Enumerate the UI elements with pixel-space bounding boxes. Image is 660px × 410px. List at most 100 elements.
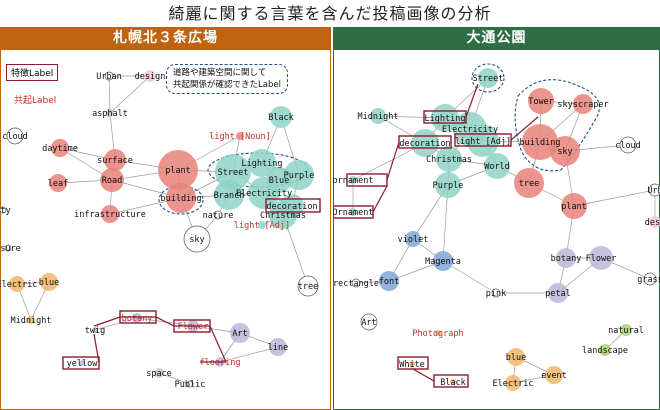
right-node-purple[interactable] [435,172,461,198]
left-label-blueL: blue [39,278,59,288]
right-label-midnight: Midnight [358,112,399,122]
right-node-black[interactable] [450,379,456,385]
right-node-magenta[interactable] [433,251,453,271]
left-node-building[interactable] [166,183,196,213]
right-node-rectangle[interactable] [351,278,361,288]
right-node-petal[interactable] [548,283,568,303]
right-node-christmas[interactable] [436,146,462,172]
left-node-asphalt[interactable] [106,109,114,117]
right-node-event[interactable] [545,366,563,384]
right-node-midnight[interactable] [370,108,386,124]
left-node-lighting[interactable] [248,149,276,177]
right-label-grass: grass [637,275,660,285]
left-node-plant[interactable] [158,150,198,190]
left-node-line[interactable] [269,338,287,356]
right-node-urb[interactable] [648,183,660,197]
right-label-electric: Electric [493,379,534,389]
right-node-skyscraper[interactable] [573,94,593,114]
right-node-lightadj[interactable] [467,125,499,157]
note-line-1: 道路や建築空間に関して [173,68,267,78]
left-node-black[interactable] [270,106,292,128]
left-node-public[interactable] [186,380,194,388]
note-line-2: 共起関係が確認できたLabel [173,80,281,90]
left-node-leaf[interactable] [49,174,67,192]
left-node-infrastructure[interactable] [101,205,119,223]
left-label-art: Art [232,329,247,339]
right-node-blue[interactable] [507,348,525,366]
right-node-natural[interactable] [620,324,632,336]
right-node-font[interactable] [379,271,399,291]
right-label-decoration: decoration [399,139,450,149]
left-node-cloud[interactable] [6,127,24,145]
right-node-cloud[interactable] [619,136,637,154]
right-node-tower[interactable] [528,88,554,114]
left-label-public: Public [175,380,206,390]
right-node-plant[interactable] [561,193,587,219]
left-node-lightnoun[interactable] [236,132,244,140]
right-node-world[interactable] [484,153,510,179]
right-node-white[interactable] [409,361,415,367]
right-label-cloud: cloud [615,141,641,151]
right-connector-Ornament [372,185,388,213]
left-node-midnight[interactable] [27,316,35,324]
right-node-ornament[interactable] [349,176,357,184]
right-node-photograph[interactable] [435,330,441,336]
right-label-purple: Purple [433,181,464,191]
right-node-electric[interactable] [505,375,521,391]
left-node-surface[interactable] [104,149,126,171]
left-node-sky[interactable] [183,225,211,253]
left-node-blueL[interactable] [40,273,58,291]
right-node-landscape[interactable] [599,344,611,356]
left-node-urban[interactable] [104,71,114,81]
right-nodes [349,68,660,391]
left-node-nature[interactable] [213,210,223,220]
left-label-urban: Urban [96,72,122,82]
left-node-tree[interactable] [297,275,319,297]
left-node-botany[interactable] [132,313,142,323]
right-label-blue: blue [506,353,526,363]
left-node-yellow[interactable] [79,360,85,366]
left-label-space: space [146,369,172,379]
right-node-grass[interactable] [643,272,657,286]
left-node-space[interactable] [154,368,164,378]
left-node-daytime[interactable] [51,139,69,157]
left-edge-space-public [158,372,191,385]
left-label-sky: sky [189,235,204,245]
left-edge-design-asphalt [109,75,151,114]
right-connector-ornament [386,141,400,181]
right-node-pink[interactable] [491,288,501,298]
right-node-street[interactable] [478,68,498,88]
left-node-art[interactable] [230,323,250,343]
left-label-design: design [135,72,166,82]
left-node-twig[interactable] [92,327,98,333]
right-node-building[interactable] [522,124,558,160]
right-node-flower[interactable] [589,246,613,270]
right-node-desi[interactable] [649,216,660,228]
left-node-electric[interactable] [9,276,25,292]
left-node-electricity[interactable] [248,177,280,209]
left-label-cloud: cloud [2,132,28,142]
left-node-design[interactable] [144,70,156,82]
left-node-leftleisure[interactable] [4,244,12,252]
left-node-branch[interactable] [214,180,244,210]
right-node-Ornament[interactable] [349,208,357,216]
right-node-botany[interactable] [556,248,576,268]
right-label-sky: sky [557,147,572,157]
left-node-road[interactable] [100,168,124,192]
left-node-leftcity[interactable] [0,206,7,214]
left-node-christmas[interactable] [269,201,297,229]
right-node-violet[interactable] [405,231,421,247]
right-node-sky[interactable] [550,136,580,166]
left-label-leaf: leaf [48,179,68,189]
left-label-leftleisure: isure [0,244,21,254]
right-node-art[interactable] [360,313,378,331]
right-label-lighting: Lighting [425,114,466,124]
right-label-white: White [399,360,425,370]
left-node-lightadj[interactable] [258,221,266,229]
right-node-tree[interactable] [514,168,544,198]
right-label-petal: petal [545,289,571,299]
